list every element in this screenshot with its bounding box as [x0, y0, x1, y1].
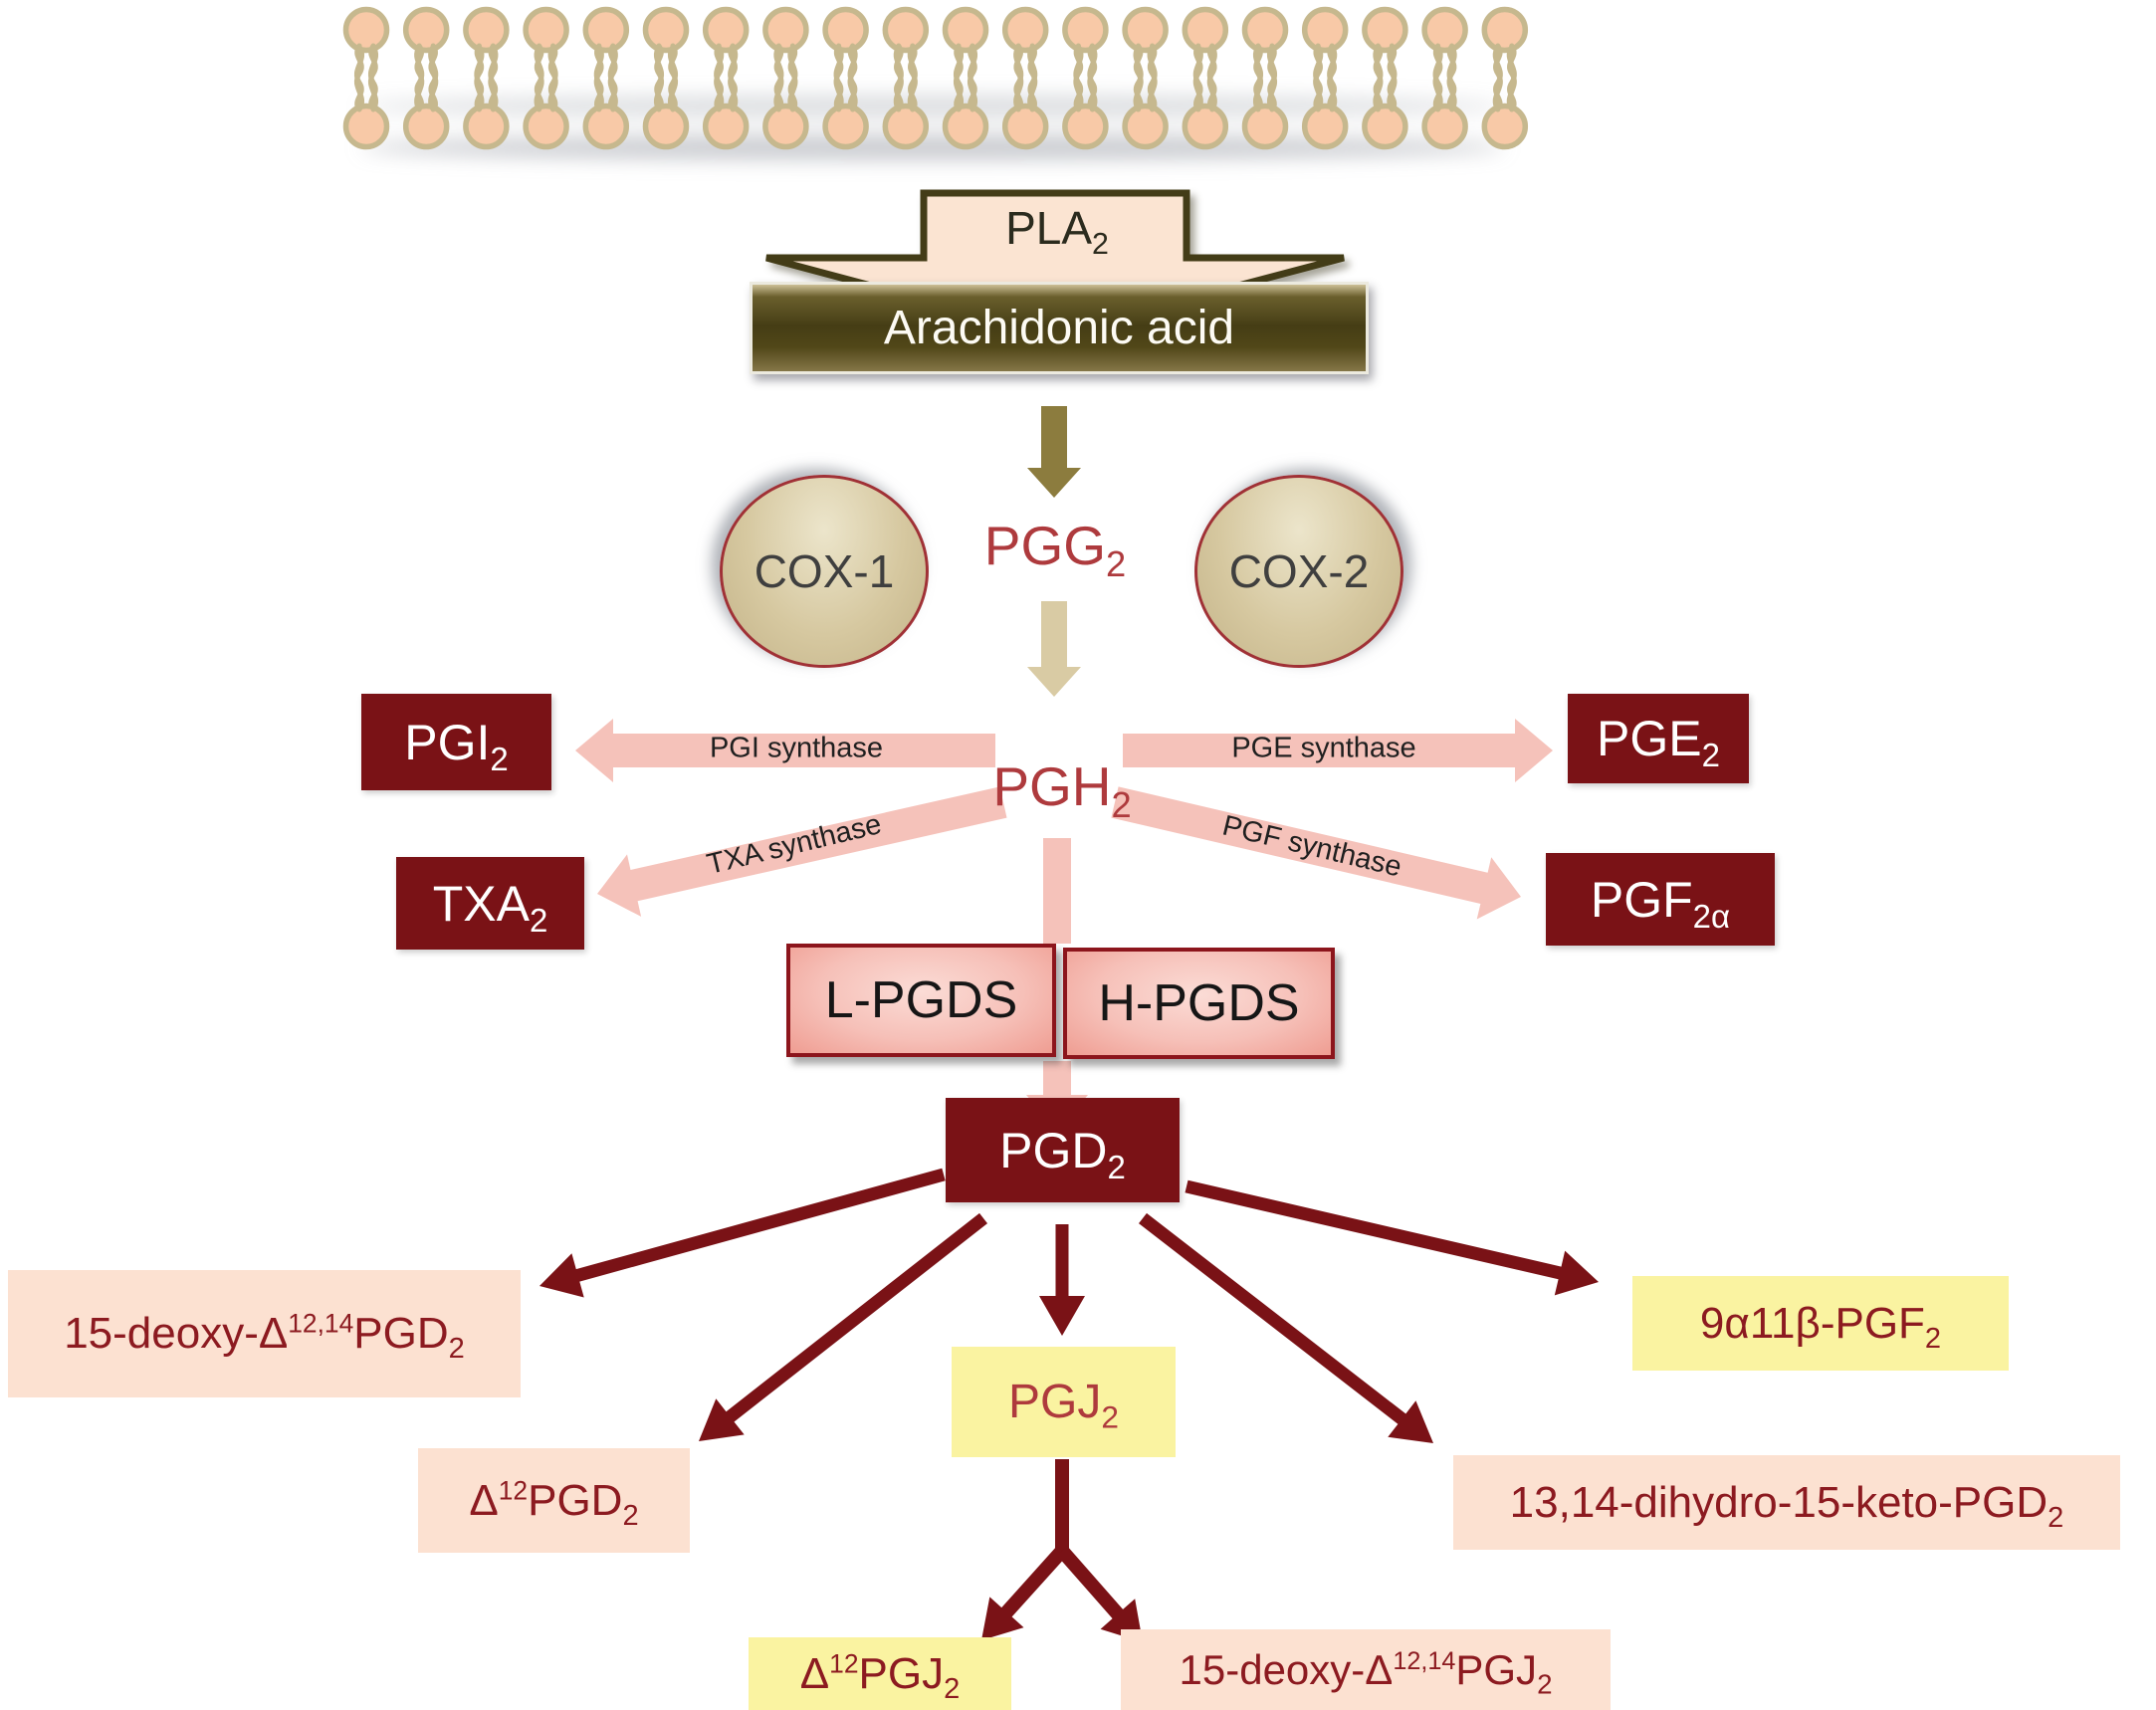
pgd2-label: PGD2 — [999, 1122, 1126, 1185]
pgj2-label: PGJ2 — [1008, 1376, 1119, 1435]
txa2-label: TXA2 — [432, 875, 548, 939]
pgi-synthase-label: PGI synthase — [709, 732, 884, 764]
arrow-pgh2-to-txa2 — [597, 786, 1007, 917]
arrow-arachidonic-to-pgg2 — [1027, 406, 1081, 498]
arachidonic-acid-box: Arachidonic acid — [750, 282, 1369, 374]
pgh2-label: PGH2 — [992, 755, 1132, 825]
l-pgds-box: L-PGDS — [786, 944, 1056, 1057]
arrow-pgd2-to-deoxy-pgd2 — [539, 1168, 946, 1298]
deoxy-pgd2-box: 15-deoxy-Δ12,14PGD2 — [8, 1270, 521, 1397]
pgf2a-label: PGF2α — [1590, 871, 1731, 935]
deoxy-pgj2-label: 15-deoxy-Δ12,14PGJ2 — [1179, 1645, 1553, 1699]
pge2-box: PGE2 — [1568, 694, 1749, 783]
arrow-pgh2-to-pgf2a — [1111, 786, 1521, 920]
arrow-pgh2-to-pgi2 — [575, 719, 995, 782]
l-pgds-label: L-PGDS — [824, 971, 1018, 1029]
delta12-pgd2-label: Δ12PGD2 — [469, 1474, 639, 1532]
arrow-pgh2-to-pgds — [1043, 838, 1071, 944]
arrow-pgd2-to-delta12-pgd2 — [699, 1212, 987, 1441]
pla2-label: PLA2 — [1005, 202, 1109, 262]
deoxy-pgd2-label: 15-deoxy-Δ12,14PGD2 — [64, 1308, 465, 1365]
txa2-box: TXA2 — [396, 857, 584, 950]
pgd2-box: PGD2 — [946, 1098, 1180, 1202]
pgj2-box: PGJ2 — [952, 1347, 1176, 1457]
arrow-pgh2-to-pge2 — [1123, 719, 1553, 782]
arrow-pgj2-to-deoxy-pgj2 — [1056, 1546, 1143, 1642]
pgi2-label: PGI2 — [404, 714, 509, 777]
delta12-pgd2-box: Δ12PGD2 — [418, 1448, 690, 1553]
lipid-bilayer-icon — [342, 6, 1529, 150]
pge-synthase-label: PGE synthase — [1231, 732, 1416, 764]
dihydro-keto-pgd2-label: 13,14-dihydro-15-keto-PGD2 — [1509, 1477, 2064, 1534]
pgi2-box: PGI2 — [361, 694, 551, 790]
cox2-circle: COX-2 — [1194, 475, 1403, 668]
arrow-pgg2-to-pgh2 — [1027, 601, 1081, 697]
pgf2a-box: PGF2α — [1546, 853, 1775, 946]
delta12-pgj2-box: Δ12PGJ2 — [749, 1637, 1011, 1710]
arrow-pgj2-fork-stem — [1055, 1459, 1069, 1559]
h-pgds-label: H-PGDS — [1098, 974, 1300, 1032]
arrow-pgj2-to-delta12-pgj2 — [981, 1546, 1068, 1640]
cox1-circle: COX-1 — [720, 475, 929, 668]
arrow-pgd2-to-9a11b — [1185, 1179, 1599, 1296]
pge2-label: PGE2 — [1597, 711, 1720, 773]
arrow-pgd2-to-dihydro — [1139, 1212, 1433, 1443]
dihydro-keto-pgd2-box: 13,14-dihydro-15-keto-PGD2 — [1453, 1455, 2120, 1550]
cox2-label: COX-2 — [1228, 545, 1370, 597]
arachidonic-acid-label: Arachidonic acid — [883, 302, 1235, 354]
nine-alpha-pgf2-label: 9α11β-PGF2 — [1699, 1298, 1942, 1355]
arrow-pgd2-to-pgj2 — [1039, 1224, 1085, 1336]
nine-alpha-pgf2-box: 9α11β-PGF2 — [1632, 1276, 2009, 1371]
arrow-pgds-to-pgd2 — [1026, 1061, 1088, 1131]
h-pgds-box: H-PGDS — [1063, 948, 1335, 1059]
pgg2-label: PGG2 — [983, 515, 1127, 584]
cox1-label: COX-1 — [754, 545, 895, 597]
delta12-pgj2-label: Δ12PGJ2 — [799, 1647, 961, 1705]
pathway-arrows — [539, 406, 1599, 1642]
deoxy-pgj2-box: 15-deoxy-Δ12,14PGJ2 — [1121, 1629, 1611, 1710]
